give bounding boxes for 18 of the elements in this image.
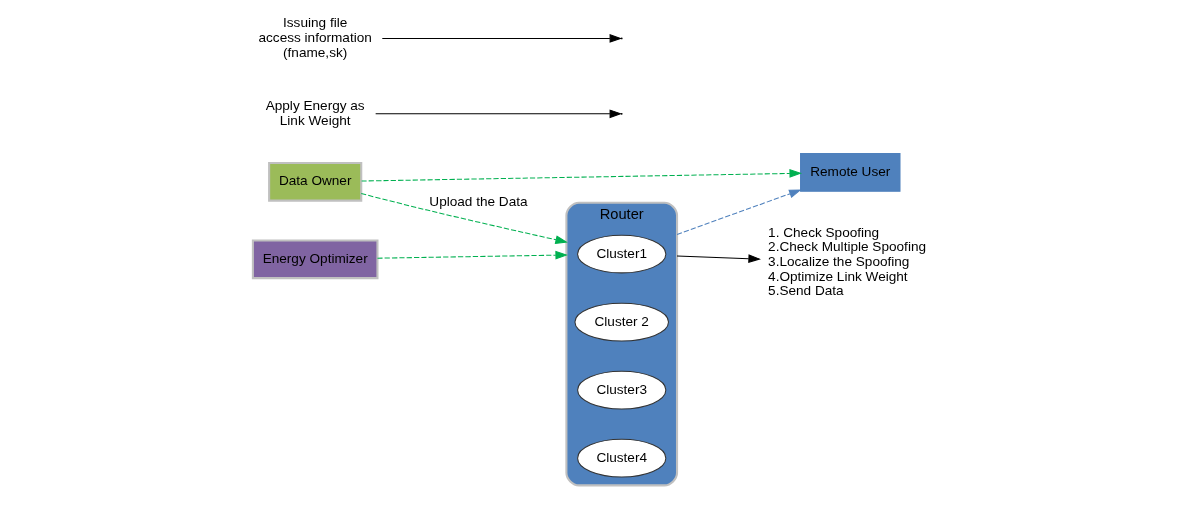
node-ellipse: Cluster3 xyxy=(576,370,666,410)
arrow xyxy=(381,34,622,43)
arrow xyxy=(376,250,568,260)
node-ellipse: Cluster1 xyxy=(576,234,666,274)
arrow xyxy=(360,169,802,182)
arrow xyxy=(360,193,568,244)
arrow xyxy=(374,109,622,119)
edge-label: Upload the Data xyxy=(428,194,528,210)
node-box: Data Owner xyxy=(267,161,362,202)
node-text: 1. Check Spoofing 2.Check Multiple Spoofing 3.Localize the Spoofing 4.Optimize Link Weight 5.Send Data xyxy=(767,224,926,299)
node-box: Energy Optimizer xyxy=(251,239,378,280)
arrow xyxy=(676,189,802,235)
node-text: Issuing file access information (fname,sk) xyxy=(258,15,372,60)
node-ellipse: Cluster 2 xyxy=(573,302,669,342)
node-text: Apply Energy as Link Weight xyxy=(265,98,365,128)
node-box: Remote User xyxy=(799,153,900,192)
node-ellipse: Cluster4 xyxy=(576,438,666,478)
arrow xyxy=(676,254,761,264)
